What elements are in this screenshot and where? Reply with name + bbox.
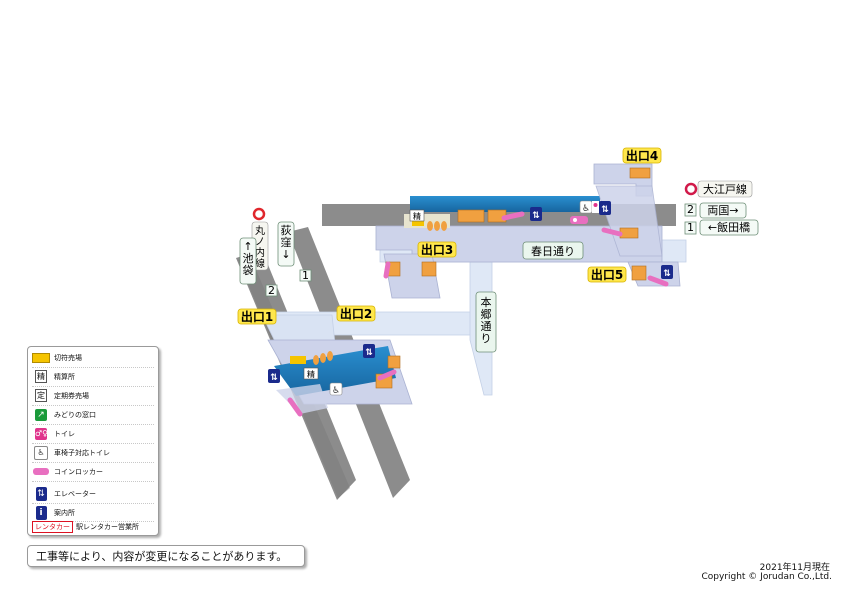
svg-text:←飯田橋: ←飯田橋 bbox=[708, 220, 750, 234]
oedo-line-label: 大江戸線 bbox=[684, 180, 753, 198]
legend-item: i 案内所 bbox=[32, 504, 75, 521]
street-label-kasuga: 春日通り bbox=[522, 241, 584, 260]
accessible-toilet-icon: ♿ bbox=[329, 382, 343, 396]
stairs-group bbox=[313, 167, 651, 389]
svg-text:2: 2 bbox=[268, 284, 275, 297]
exit-5-label[interactable]: 出口5 bbox=[587, 266, 627, 283]
exit-2-label[interactable]: 出口2 bbox=[336, 305, 376, 322]
elevator-icon: ⇅ bbox=[35, 486, 47, 501]
accessible-toilet-icon: ♿ bbox=[32, 445, 50, 460]
svg-text:⇅: ⇅ bbox=[663, 269, 671, 279]
svg-text:窪: 窪 bbox=[281, 235, 292, 249]
copyright: Copyright © Jorudan Co.,Ltd. bbox=[701, 572, 832, 582]
svg-text:↓: ↓ bbox=[281, 248, 290, 261]
toilet-icon: ♂♀ bbox=[35, 427, 49, 440]
svg-text:♿: ♿ bbox=[332, 386, 340, 396]
svg-text:丸: 丸 bbox=[255, 224, 265, 237]
svg-text:内: 内 bbox=[255, 246, 265, 259]
elevator-icon: ⇅ bbox=[530, 207, 542, 221]
commuter-pass-icon: 定 bbox=[35, 389, 47, 402]
oedo-direction-ryogoku: 2 両国→ bbox=[684, 202, 747, 219]
svg-text:荻: 荻 bbox=[281, 224, 292, 237]
legend-item: 定 定期券売場 bbox=[32, 387, 89, 404]
svg-text:出口2: 出口2 bbox=[340, 306, 372, 321]
map-legend: 切符売場 精 精算所 定 定期券売場 ↗ みどりの窓口 ♂♀ トイレ ♿ 車椅子… bbox=[27, 346, 159, 536]
as-of-date: 2021年11月現在 bbox=[759, 563, 830, 573]
exit-3-label[interactable]: 出口3 bbox=[417, 241, 457, 258]
toilet-icon bbox=[592, 201, 599, 213]
street-hongo-char-1: 本 bbox=[481, 295, 492, 309]
legend-item: 切符売場 bbox=[32, 349, 82, 366]
fare-adjustment-icon: 精 bbox=[303, 367, 319, 380]
svg-text:⇅: ⇅ bbox=[270, 373, 278, 383]
svg-text:1: 1 bbox=[687, 221, 694, 234]
coin-locker-icon bbox=[570, 216, 588, 224]
svg-text:ノ: ノ bbox=[255, 237, 265, 248]
elevator-icon: ⇅ bbox=[363, 344, 375, 358]
marunouchi-direction-ogikubo: 荻 窪 ↓ 1 bbox=[277, 221, 312, 282]
legend-item: コインロッカー bbox=[32, 463, 103, 480]
svg-text:♿: ♿ bbox=[582, 204, 590, 214]
information-icon: i bbox=[32, 505, 50, 520]
elevator-icon: ⇅ bbox=[268, 369, 280, 383]
legend-item: ♿ 車椅子対応トイレ bbox=[32, 444, 110, 461]
legend-item: ↗ みどりの窓口 bbox=[32, 406, 96, 423]
svg-text:⇅: ⇅ bbox=[601, 205, 609, 215]
svg-text:精: 精 bbox=[307, 369, 315, 379]
elevator-icon: ⇅ bbox=[661, 265, 673, 279]
street-label-hongo: 本 郷 通 り bbox=[475, 291, 497, 353]
svg-text:精: 精 bbox=[413, 211, 421, 221]
street-hongo-char-3: 通 bbox=[481, 320, 492, 333]
svg-text:⇅: ⇅ bbox=[365, 348, 373, 358]
coin-locker-icon bbox=[32, 465, 50, 479]
svg-text:春日通り: 春日通り bbox=[531, 245, 575, 258]
oedo-direction-iidabashi: 1 ←飯田橋 bbox=[684, 219, 759, 236]
svg-text:袋: 袋 bbox=[243, 263, 254, 277]
svg-text:両国→: 両国→ bbox=[707, 204, 738, 217]
legend-item: ⇅ エレベーター bbox=[32, 485, 96, 502]
escalator-group bbox=[287, 211, 669, 417]
svg-text:1: 1 bbox=[302, 269, 309, 282]
svg-text:出口1: 出口1 bbox=[241, 309, 273, 324]
midori-window-icon: ↗ bbox=[32, 408, 50, 422]
svg-text:⇅: ⇅ bbox=[532, 211, 540, 221]
exit-1-label[interactable]: 出口1 bbox=[237, 308, 277, 325]
svg-text:↑: ↑ bbox=[243, 240, 252, 253]
rent-a-car-icon: レンタカー bbox=[32, 521, 73, 533]
fare-adjustment-icon: 精 bbox=[35, 370, 47, 383]
svg-text:2: 2 bbox=[687, 203, 694, 216]
svg-text:線: 線 bbox=[255, 257, 265, 270]
marunouchi-direction-ikebukuro: ↑ 池 袋 2 bbox=[239, 237, 278, 297]
construction-notice: 工事等により、内容が変更になることがあります。 bbox=[27, 545, 305, 567]
legend-item: レンタカー 駅レンタカー営業所 bbox=[32, 519, 139, 535]
street-hongo-char-4: り bbox=[481, 332, 492, 345]
svg-text:池: 池 bbox=[243, 252, 254, 265]
svg-text:出口5: 出口5 bbox=[591, 267, 623, 282]
svg-text:出口4: 出口4 bbox=[626, 148, 658, 163]
legend-item: ♂♀ トイレ bbox=[32, 425, 75, 442]
legend-item: 精 精算所 bbox=[32, 368, 75, 385]
exit-4-label[interactable]: 出口4 bbox=[622, 147, 662, 164]
elevator-icon: ⇅ bbox=[599, 201, 611, 215]
ticket-machine-icon bbox=[32, 351, 50, 365]
svg-text:大江戸線: 大江戸線 bbox=[703, 182, 747, 196]
fare-adjustment-icon: 精 bbox=[409, 209, 425, 222]
street-hongo-char-2: 郷 bbox=[481, 307, 492, 321]
accessible-toilet-icon: ♿ bbox=[579, 200, 593, 214]
svg-text:出口3: 出口3 bbox=[421, 242, 453, 257]
